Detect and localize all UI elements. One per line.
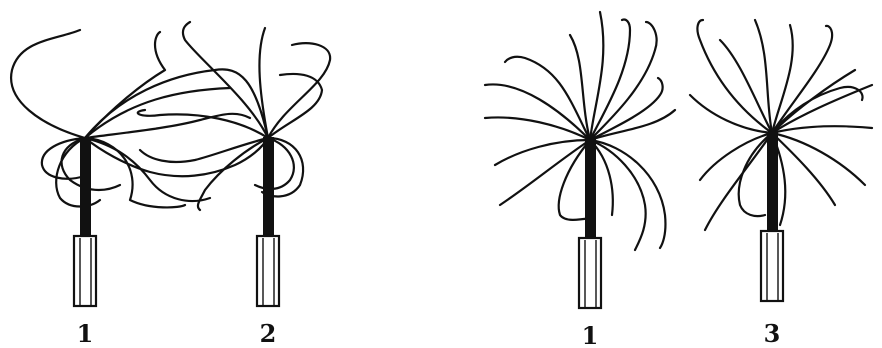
electrode-label: 1: [77, 319, 94, 348]
field-line: [500, 140, 590, 205]
field-line: [56, 138, 100, 207]
left-panel: 1 2: [11, 22, 330, 348]
field-line: [85, 88, 230, 138]
field-line: [255, 138, 294, 189]
electrode-tube: [74, 236, 96, 306]
electrode-wire: [80, 137, 91, 237]
electrode-tube: [579, 238, 601, 308]
electrode-tube: [257, 236, 279, 306]
field-line: [85, 114, 250, 138]
electrode-label: 2: [260, 319, 277, 348]
field-line: [138, 110, 268, 138]
electrode-wire: [767, 132, 778, 232]
electrode-2: 2: [257, 137, 279, 348]
field-line: [485, 84, 590, 140]
electrode-label: 3: [764, 319, 781, 348]
right-panel: 1 3: [485, 12, 872, 348]
field-line: [85, 32, 165, 138]
field-line: [268, 43, 330, 138]
electrode-wire: [585, 139, 596, 239]
field-line: [85, 69, 268, 138]
field-line: [11, 30, 85, 138]
electrode-1-left: 1: [74, 137, 96, 348]
electrode-wire: [263, 137, 274, 237]
electrode-3: 3: [761, 132, 783, 348]
field-line: [590, 12, 603, 140]
electrode-tube: [761, 231, 783, 301]
field-line: [485, 117, 590, 140]
field-line: [772, 126, 872, 133]
field-line: [85, 138, 268, 176]
field-line: [700, 133, 772, 180]
right-field-lines: [485, 12, 872, 250]
field-line: [772, 70, 855, 133]
field-line: [85, 138, 210, 201]
electrode-1-right: 1: [579, 139, 601, 348]
field-line: [690, 95, 772, 133]
left-field-lines: [11, 22, 330, 210]
field-line: [590, 140, 646, 250]
electrode-label: 1: [582, 321, 599, 348]
field-line: [772, 133, 865, 185]
field-line: [268, 74, 322, 138]
